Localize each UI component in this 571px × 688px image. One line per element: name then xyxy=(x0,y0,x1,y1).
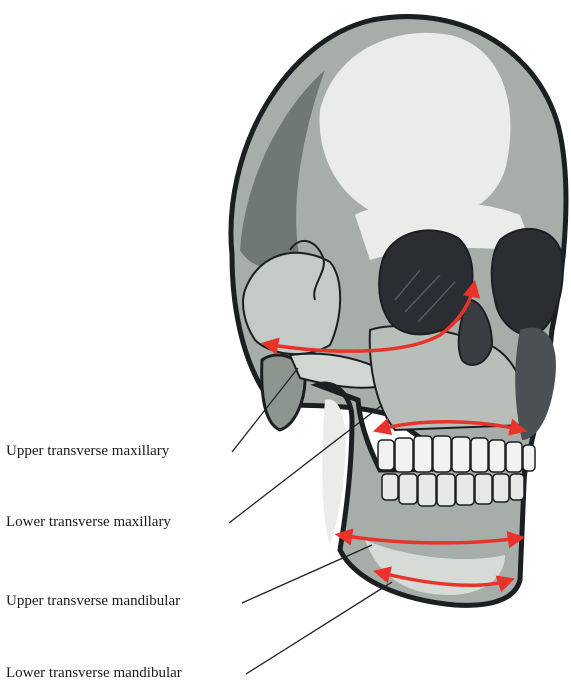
label-lower-transverse-mandibular: Lower transverse mandibular xyxy=(6,666,182,681)
label-upper-transverse-mandibular: Upper transverse mandibular xyxy=(6,594,180,609)
label-upper-transverse-maxillary: Upper transverse maxillary xyxy=(6,444,169,459)
upper-teeth xyxy=(378,436,535,472)
temporal-region xyxy=(243,253,340,354)
label-lower-transverse-maxillary: Lower transverse maxillary xyxy=(6,515,171,530)
leader-line-upper-transverse-mandibular xyxy=(242,545,372,603)
lower-teeth xyxy=(382,474,524,506)
maxilla-shadow xyxy=(515,327,556,440)
leader-line-lower-transverse-mandibular xyxy=(246,582,392,674)
